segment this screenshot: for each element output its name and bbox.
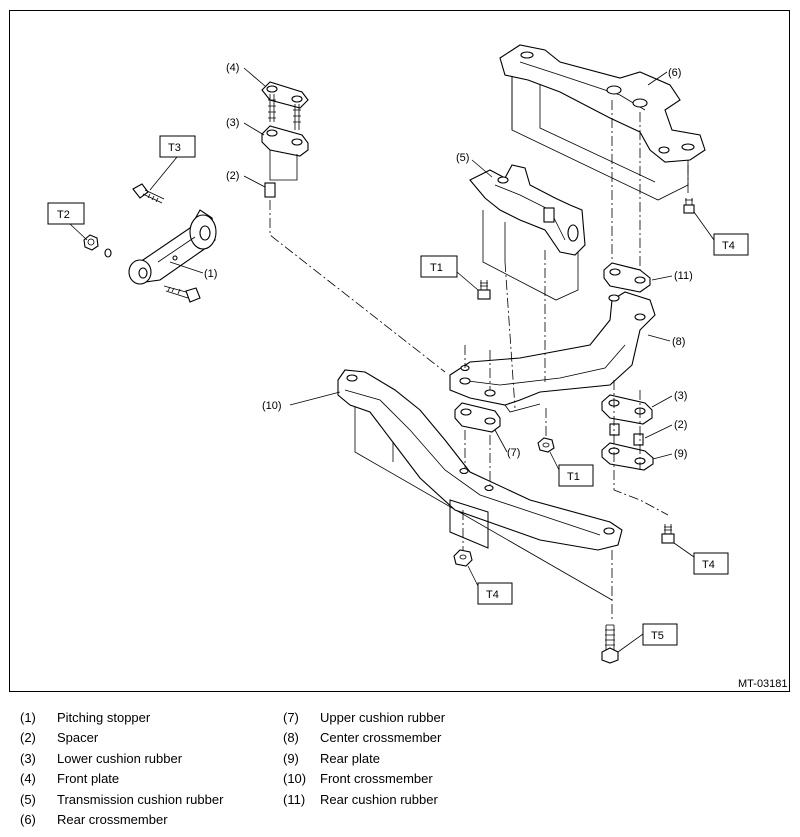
svg-text:T1: T1	[430, 262, 443, 274]
legend-name: Transmission cushion rubber	[57, 792, 224, 807]
legend-num: (7)	[283, 710, 299, 725]
torque-box-t1-left: T1	[420, 255, 479, 291]
centerline-trans-cushion	[504, 261, 516, 409]
parts-legend: (1) Pitching stopper (2) Spacer (3) Lowe…	[0, 700, 800, 837]
legend-name: Rear crossmember	[57, 812, 168, 827]
center-crossmember	[449, 291, 656, 413]
torque-box-t4-rear: T4	[693, 211, 749, 256]
torque-box-t5: T5	[617, 623, 678, 653]
callout-5: (5)	[456, 152, 469, 164]
centerline-rear-lower	[613, 380, 669, 516]
callout-7: (7)	[507, 447, 520, 459]
stopper-bolt-lower	[163, 285, 201, 303]
legend-name: Upper cushion rubber	[320, 710, 446, 725]
front-plate-studs	[268, 94, 301, 130]
svg-text:T4: T4	[702, 559, 715, 571]
exploded-diagram: (6) (5) (8) (11) (3)	[47, 44, 788, 690]
rear-spacers	[609, 423, 644, 446]
svg-text:T4: T4	[722, 240, 735, 252]
nut-t1-right	[537, 437, 555, 453]
legend-name: Spacer	[57, 730, 99, 745]
callout-9: (9)	[674, 448, 687, 460]
legend-num: (5)	[20, 792, 36, 807]
stopper-washer	[104, 248, 112, 258]
nut-t4-right	[661, 524, 675, 544]
bolt-t1-left	[477, 280, 491, 300]
legend-num: (4)	[20, 771, 36, 786]
svg-text:T4: T4	[486, 589, 499, 601]
legend-num: (6)	[20, 812, 36, 827]
nut-t4-rear-crossmember	[683, 198, 695, 214]
svg-text:T2: T2	[57, 209, 70, 221]
callout-10: (10)	[262, 400, 282, 412]
centerline-spacer	[269, 200, 446, 373]
legend-num: (1)	[20, 710, 36, 725]
upper-cushion-rubber	[454, 402, 501, 433]
torque-box-t1-right: T1	[549, 451, 594, 487]
rear-cushion-rubber	[603, 262, 651, 293]
figure-code: MT-03181	[738, 678, 788, 690]
front-crossmember	[337, 369, 623, 601]
front-spacer	[264, 182, 276, 198]
nut-t4-front	[453, 549, 473, 567]
pitching-stopper	[128, 209, 217, 285]
legend-num: (3)	[20, 751, 36, 766]
transmission-cushion-rubber	[469, 164, 586, 301]
torque-box-t3: T3	[149, 135, 196, 191]
legend-num: (11)	[283, 792, 306, 807]
legend-name: Rear cushion rubber	[320, 792, 438, 807]
callout-3-front: (3)	[226, 117, 239, 129]
stopper-bolt-upper	[132, 183, 165, 204]
callout-3-rear: (3)	[674, 390, 687, 402]
legend-name: Rear plate	[320, 751, 380, 766]
svg-text:T5: T5	[651, 630, 664, 642]
callout-6: (6)	[668, 67, 681, 79]
legend-name: Front crossmember	[320, 771, 433, 786]
front-plate	[261, 81, 309, 109]
callout-2-front: (2)	[226, 170, 239, 182]
legend-num: (2)	[20, 730, 36, 745]
legend-name: Pitching stopper	[57, 710, 151, 725]
legend-name: Center crossmember	[320, 730, 442, 745]
rear-lower-cushion-rubber	[601, 394, 653, 425]
callout-4: (4)	[226, 62, 239, 74]
legend-num: (10)	[283, 771, 307, 786]
bolt-t5	[601, 624, 619, 664]
torque-box-t2: T2	[47, 202, 88, 241]
torque-box-t4-front: T4	[467, 565, 513, 605]
legend-name: Lower cushion rubber	[57, 751, 183, 766]
legend-num: (9)	[283, 751, 299, 766]
svg-text:T1: T1	[567, 471, 580, 483]
legend-name: Front plate	[57, 771, 120, 786]
legend-num: (8)	[283, 730, 299, 745]
rear-plate	[601, 442, 654, 471]
callout-8: (8)	[672, 336, 685, 348]
callout-11: (11)	[674, 270, 693, 282]
callout-1: (1)	[204, 268, 217, 280]
diagram-frame	[9, 10, 790, 692]
stopper-nut	[83, 234, 99, 251]
svg-text:T3: T3	[168, 142, 181, 154]
callout-2-rear: (2)	[674, 419, 687, 431]
torque-box-t4-right: T4	[673, 542, 729, 575]
front-lower-cushion-rubber	[261, 125, 309, 157]
